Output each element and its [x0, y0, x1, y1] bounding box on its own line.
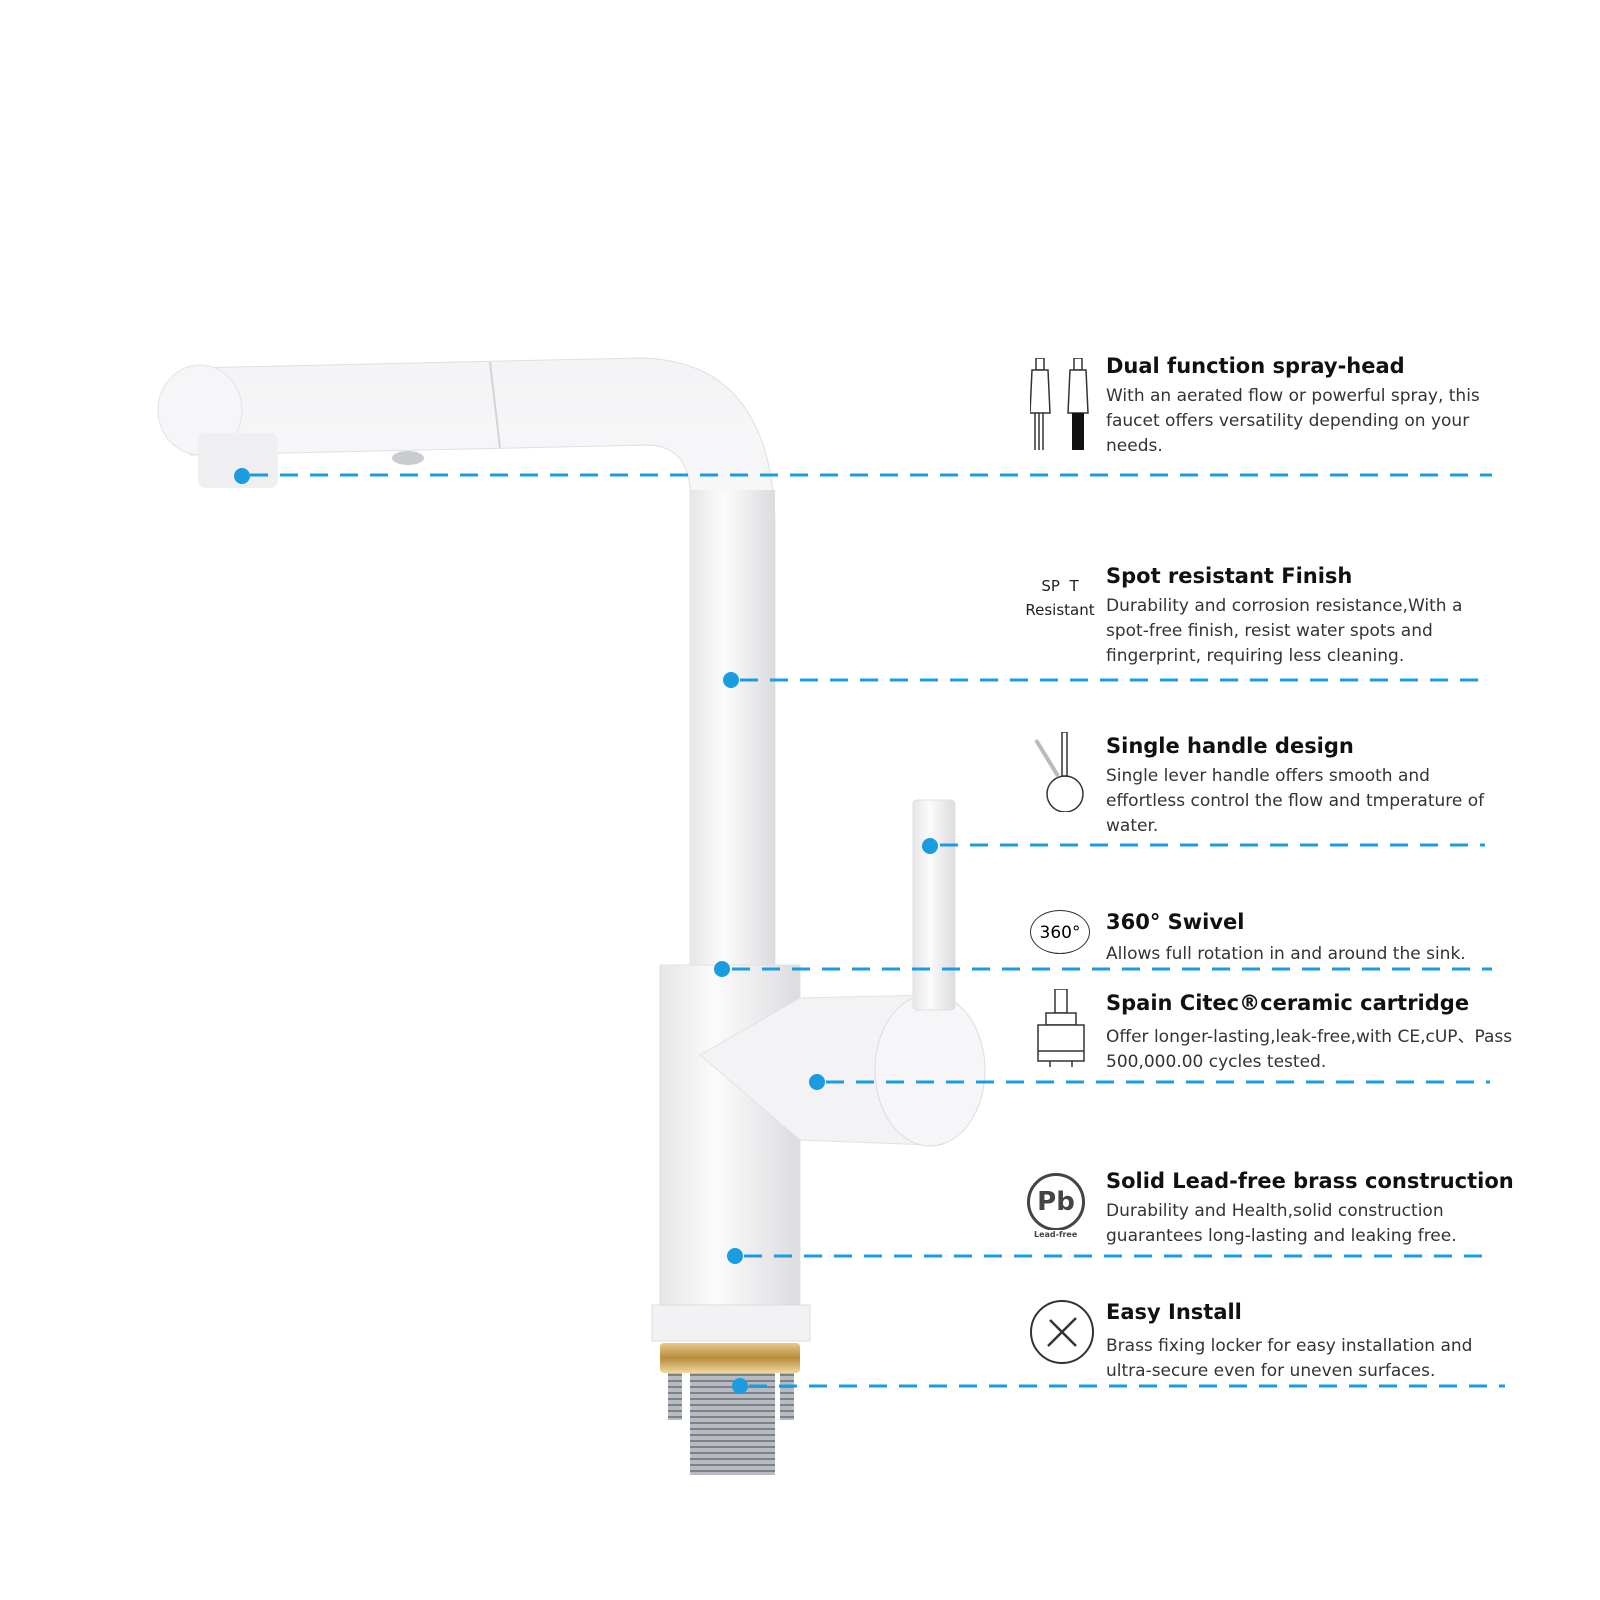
single-handle-icon	[1034, 732, 1084, 812]
spray-head-icon	[1030, 358, 1089, 450]
lead-free-icon: Pb Lead-free	[1027, 1173, 1085, 1240]
feature-title: Single handle design	[1106, 734, 1354, 758]
callout-dot	[727, 1248, 743, 1264]
swivel-360-icon: 360°	[1030, 910, 1090, 954]
icon-text: Lead-free	[1034, 1230, 1078, 1240]
callout-dot	[234, 468, 250, 484]
icon-text: Resistant	[1025, 601, 1095, 619]
spot-resistant-icon: SP T Resistant	[1020, 574, 1100, 644]
feature-title: Easy Install	[1106, 1300, 1242, 1324]
feature-title: Dual function spray-head	[1106, 354, 1405, 378]
lever	[912, 799, 956, 1011]
feature-desc: With an aerated flow or powerful spray, …	[1106, 386, 1480, 456]
icon-text: SP T	[1041, 577, 1079, 595]
feature-desc: Durability and corrosion resistance,With…	[1106, 596, 1463, 666]
callout-dot	[714, 961, 730, 977]
feature-title: Spot resistant Finish	[1106, 564, 1353, 588]
feature-title: 360° Swivel	[1106, 910, 1245, 934]
feature-desc: Brass fixing locker for easy installatio…	[1106, 1336, 1473, 1381]
feature-title: Spain Citec®ceramic cartridge	[1106, 991, 1470, 1015]
feature-desc: Allows full rotation in and around the s…	[1106, 944, 1466, 964]
callout-dot	[922, 838, 938, 854]
cartridge-icon	[1037, 989, 1085, 1067]
callout-dot	[809, 1074, 825, 1090]
feature-desc: Single lever handle offers smooth and ef…	[1106, 766, 1485, 836]
callout-dot	[732, 1378, 748, 1394]
feature-desc: Offer longer-lasting,leak-free,with CE,c…	[1106, 1027, 1513, 1072]
icon-text: 360°	[1039, 923, 1081, 943]
brass-nut	[660, 1343, 800, 1373]
callout-lines	[250, 473, 1505, 1388]
callout-dot	[723, 672, 739, 688]
feature-title: Solid Lead-free brass construction	[1106, 1169, 1514, 1193]
feature-desc: Durability and Health,solid construction…	[1106, 1201, 1457, 1246]
tools-icon	[1030, 1300, 1094, 1364]
